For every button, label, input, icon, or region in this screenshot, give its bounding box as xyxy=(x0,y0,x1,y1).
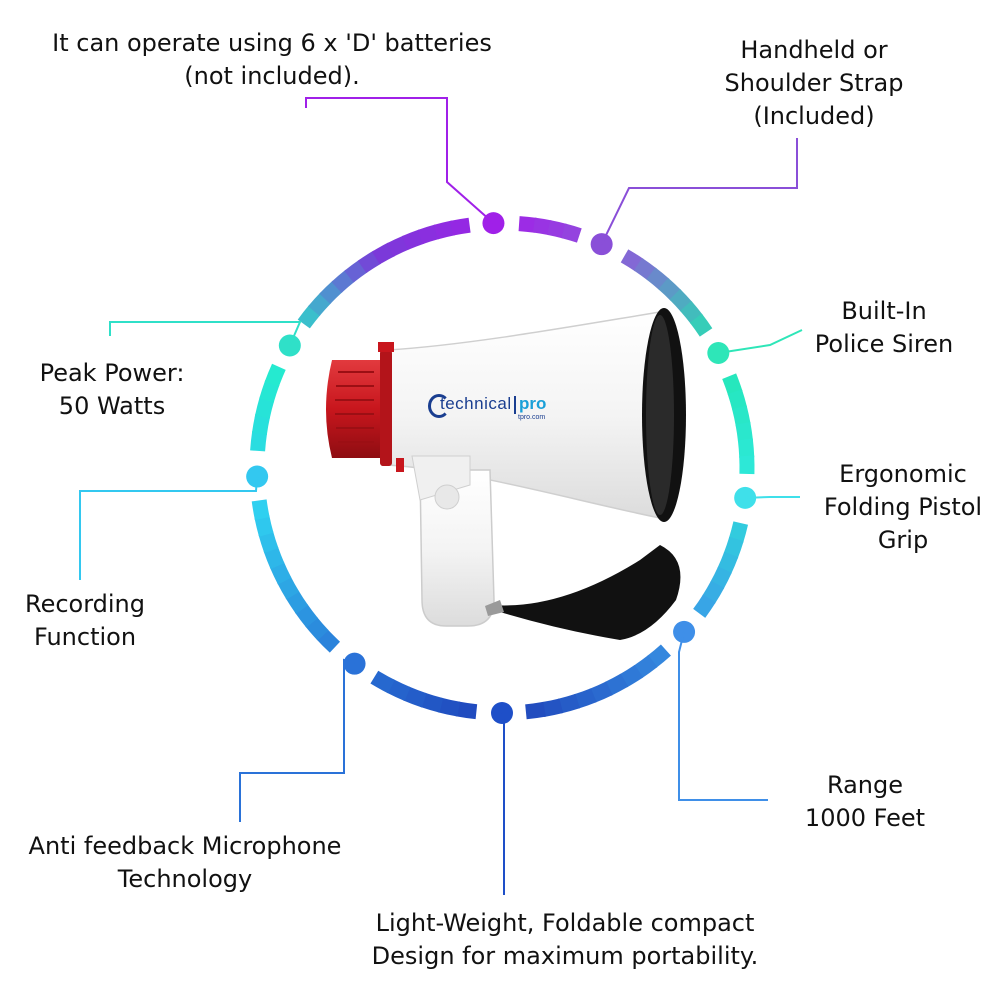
brand-divider xyxy=(514,396,516,414)
brand-name: technical xyxy=(440,394,512,413)
ring-segment xyxy=(689,313,713,337)
ring-segment xyxy=(269,561,292,585)
ring-segment xyxy=(561,223,582,243)
ring-segment xyxy=(727,389,748,411)
ring-segment xyxy=(541,698,564,717)
leader-lines xyxy=(79,97,803,895)
ring-segment xyxy=(737,438,755,458)
ring-segment xyxy=(251,413,271,435)
ring-segment xyxy=(518,216,537,233)
ring-segment xyxy=(573,688,597,709)
ring-segment xyxy=(254,515,274,537)
ring-segment xyxy=(620,249,644,272)
megaphone-illustration xyxy=(326,308,686,640)
ring-segment xyxy=(658,277,682,301)
ring-segment xyxy=(680,300,703,325)
ring-segment xyxy=(420,692,444,713)
ring-segment xyxy=(316,629,341,653)
ring-segment xyxy=(604,673,629,696)
ring-segment xyxy=(532,217,552,236)
leader-line-batteries xyxy=(305,97,495,224)
ring-segment xyxy=(308,292,332,316)
ring-segment xyxy=(633,257,657,281)
brand-accent: pro xyxy=(519,394,547,413)
brand-website: tpro.com xyxy=(518,414,546,421)
ring-segment xyxy=(589,681,613,703)
ring-segment xyxy=(386,235,410,257)
brand-logo: technical pro tpro.com xyxy=(428,392,578,428)
leader-line-siren xyxy=(718,329,803,354)
ring-segment xyxy=(297,304,321,329)
ring-segment xyxy=(417,224,440,245)
ring-segment xyxy=(263,546,285,570)
ring-segment xyxy=(344,259,368,283)
ring-segment xyxy=(702,580,725,604)
ring-segment xyxy=(259,379,280,403)
ring-segment xyxy=(728,521,749,543)
leader-line-recording xyxy=(79,476,259,580)
ring-segment xyxy=(525,701,546,720)
ring-segment xyxy=(723,536,744,559)
ring-segment xyxy=(547,220,567,239)
ring-segment xyxy=(557,693,581,714)
ring-segment xyxy=(277,576,300,600)
leader-line-peak-power xyxy=(109,321,302,346)
ring-segment xyxy=(646,267,670,291)
ring-segment xyxy=(735,421,753,443)
ring-segment xyxy=(433,220,455,240)
leader-line-range xyxy=(678,631,768,801)
ring-segment xyxy=(669,289,693,313)
ring-segment xyxy=(258,531,279,554)
ring-segment xyxy=(319,280,343,305)
ring-segment xyxy=(255,396,275,419)
ring-segment xyxy=(331,269,355,293)
gradient-ring xyxy=(246,212,757,724)
ring-segment xyxy=(357,250,382,274)
ring-segment xyxy=(450,217,471,236)
leader-line-strap xyxy=(600,138,798,245)
ring-segment xyxy=(437,697,461,717)
ring-segment xyxy=(264,363,286,387)
ring-segment xyxy=(386,679,411,701)
ring-segment xyxy=(722,373,743,396)
ring-segment xyxy=(717,551,739,575)
ring-segment xyxy=(285,590,309,614)
ring-segment xyxy=(401,229,425,250)
ring-segment xyxy=(619,664,644,688)
ring-segment xyxy=(455,701,478,720)
ring-segment xyxy=(693,594,716,618)
leader-line-antifeedback xyxy=(239,658,355,822)
ring-segment xyxy=(633,655,658,679)
ring-segment xyxy=(370,670,395,694)
ring-segment xyxy=(732,405,751,427)
ring-segment xyxy=(251,499,270,521)
ring-segment xyxy=(250,431,268,452)
ring-segment xyxy=(294,603,318,628)
leader-line-grip xyxy=(745,496,800,499)
ring-segment xyxy=(305,616,329,641)
ring-segment xyxy=(710,566,732,590)
ring-segment xyxy=(646,644,671,669)
ring-segment xyxy=(403,686,427,708)
ring-segment xyxy=(371,242,396,265)
leader-line-design xyxy=(501,712,505,895)
brand-swoosh-icon xyxy=(428,394,450,418)
